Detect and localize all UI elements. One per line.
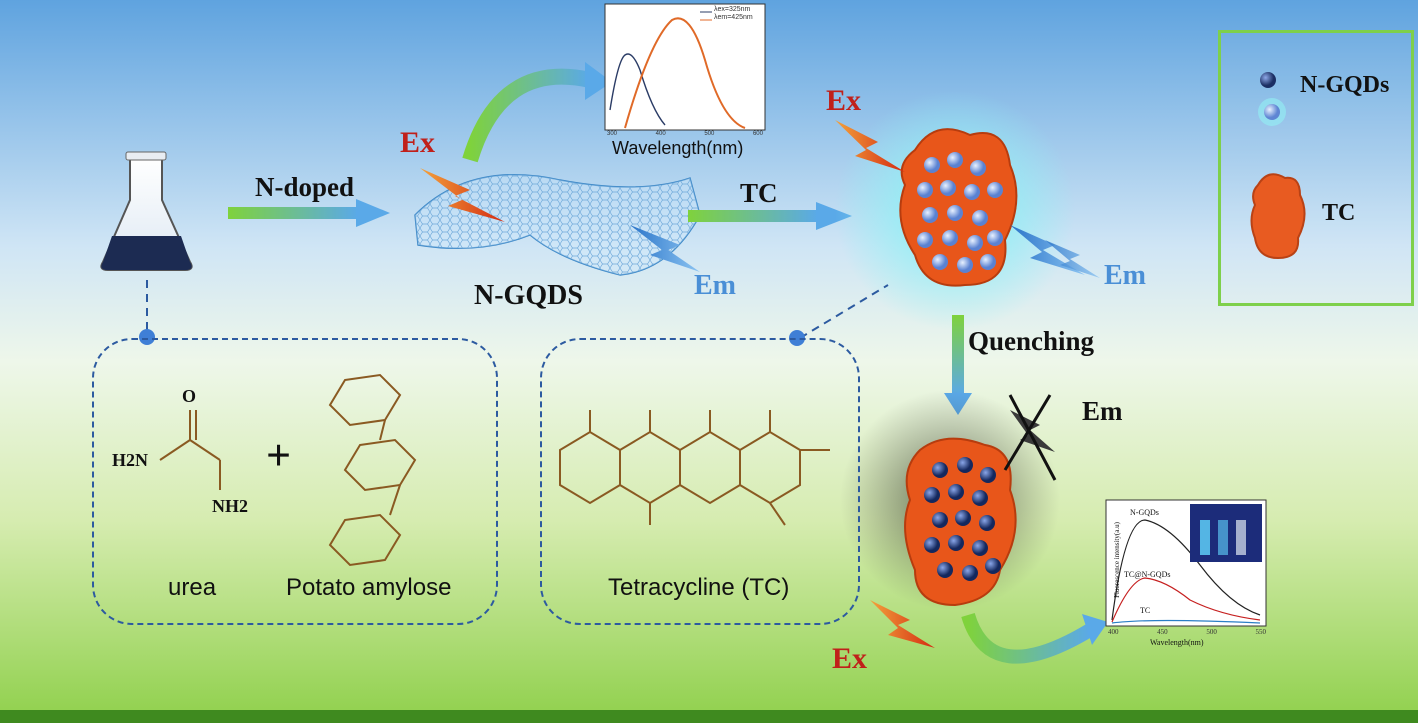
connector-dot	[139, 329, 155, 345]
top-spectrum-ticks: 300 400 500 600	[607, 131, 763, 137]
plus-sign: +	[266, 431, 292, 480]
n-doped-label: N-doped	[255, 172, 355, 202]
tc-arrow	[688, 202, 852, 230]
n-gqds-sheet-label: N-GQDS	[474, 280, 583, 311]
legend-dark-dot	[1260, 72, 1276, 88]
bottom-tick-1: 400	[1108, 628, 1119, 636]
bottom-spectrum-chart	[1105, 499, 1267, 627]
tetracycline-label: Tetracycline (TC)	[608, 574, 790, 601]
bottom-tick-2: 450	[1157, 628, 1168, 636]
amylose-structure	[328, 373, 417, 567]
potato-amylose-label: Potato amylose	[286, 574, 452, 601]
top-tick-2: 400	[655, 131, 666, 137]
flask-icon	[100, 151, 193, 271]
urea-h2n-group: H2N	[112, 450, 148, 470]
urea-o-atom: O	[182, 386, 197, 406]
em-label-left: Em	[694, 270, 736, 301]
em-bolt-icon	[630, 225, 700, 272]
urea-structure	[159, 410, 221, 490]
quenching-label: Quenching	[968, 326, 1095, 356]
bottom-tick-4: 550	[1255, 628, 1266, 636]
ex-label-bottom: Ex	[832, 642, 868, 675]
bottom-spectrum-xlabel: Wavelength(nm)	[1150, 638, 1204, 647]
legend-light-dot	[1264, 104, 1280, 120]
legend-box	[1218, 30, 1414, 306]
top-spectrum-xlabel: Wavelength(nm)	[612, 138, 744, 158]
top-spectrum-legend-1: λex=325nm	[714, 6, 751, 13]
ex-label-top: Ex	[400, 126, 436, 159]
n-doped-arrow	[228, 199, 390, 227]
left-dashed-box	[92, 338, 498, 625]
em-bolt-icon	[1010, 225, 1085, 275]
graphene-sheet-icon	[414, 174, 701, 276]
quenched-em-bolt-icon	[1010, 410, 1055, 452]
top-spectrum-chart	[604, 3, 766, 131]
bottom-spectrum-ticks: 400 450 500 550	[1108, 628, 1266, 636]
bottom-spectrum-ylabel: Fluorescence intensity(a.u)	[1113, 522, 1121, 598]
tc-arrow-label: TC	[740, 178, 778, 208]
top-tick-3: 500	[704, 131, 715, 137]
ex-bolt-icon	[870, 600, 935, 648]
urea-nh2-group: NH2	[212, 496, 248, 516]
top-tick-1: 300	[607, 131, 618, 137]
top-tick-4: 600	[752, 131, 763, 137]
bottom-series-1-label: N-GQDs	[1130, 508, 1159, 517]
legend-tc-icon	[1250, 173, 1306, 260]
em-label-right: Em	[1104, 260, 1146, 291]
curved-arrow	[961, 612, 1094, 664]
bottom-bar	[0, 710, 1418, 723]
bottom-series-2-label: TC@N-GQDs	[1124, 570, 1171, 579]
ex-bolt-icon	[835, 120, 905, 172]
tetracycline-structure	[559, 410, 830, 526]
tc-complex-quenched	[904, 437, 1017, 607]
bottom-series-3-label: TC	[1140, 606, 1151, 615]
middle-dashed-box	[540, 338, 860, 625]
em-label-quenched: Em	[1082, 396, 1123, 426]
ex-bolt-icon	[420, 168, 505, 222]
curved-arrow	[462, 68, 592, 163]
urea-label: urea	[168, 574, 217, 601]
ex-label-right: Ex	[826, 84, 862, 117]
legend-tc-label: TC	[1322, 200, 1356, 226]
legend-n-gqds-label: N-GQDs	[1300, 72, 1390, 98]
tc-complex-glowing	[899, 128, 1018, 287]
top-spectrum-legend-2: λem=425nm	[714, 14, 753, 21]
bottom-tick-3: 500	[1206, 628, 1217, 636]
